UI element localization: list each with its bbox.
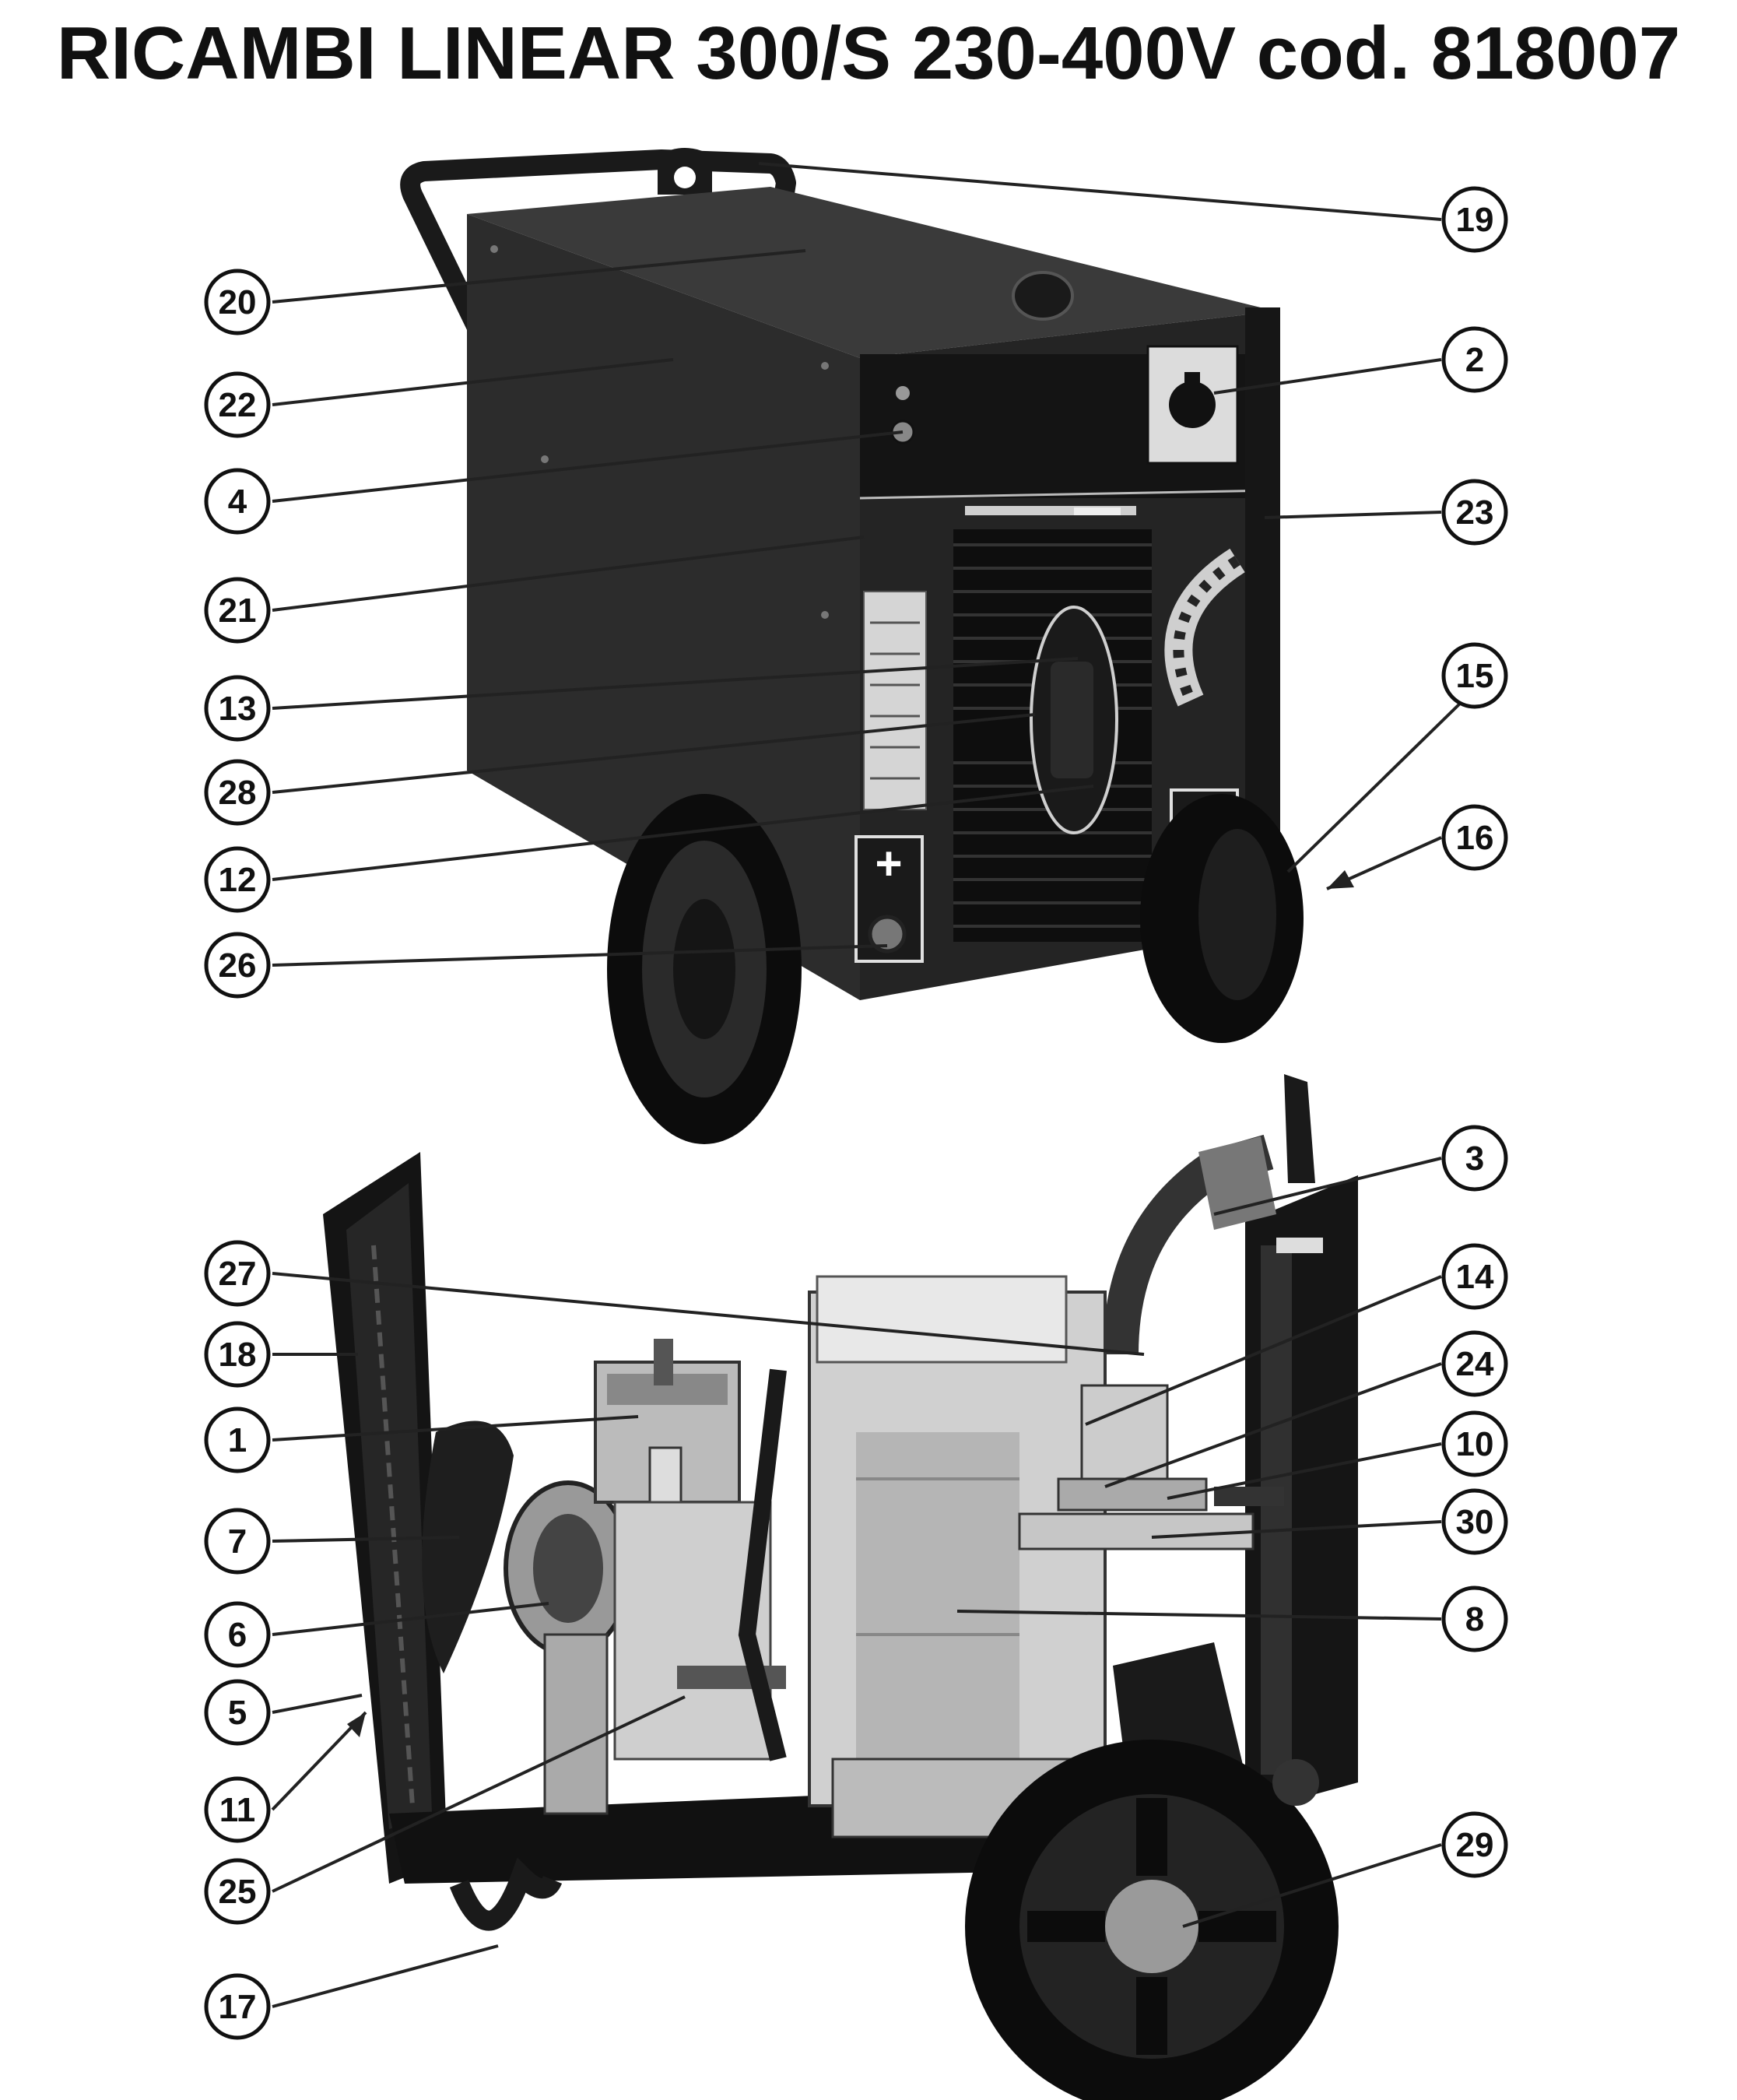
cable-loom (1103, 1134, 1274, 1355)
callout-23: 23 (1456, 493, 1494, 532)
callout-15: 15 (1456, 657, 1494, 695)
callout-28: 28 (219, 774, 257, 812)
plus-mark: + (875, 838, 902, 890)
callout-18-ring (204, 1321, 271, 1388)
callout-11-ring (204, 1776, 271, 1843)
callout-7-ring (204, 1508, 271, 1575)
callout-14-ring (1441, 1243, 1508, 1310)
callout-1-ring (204, 1406, 271, 1473)
callout-14: 14 (1456, 1258, 1494, 1296)
callout-30-ring (1441, 1488, 1508, 1555)
callout-5: 5 (228, 1694, 247, 1732)
callout-25-ring (204, 1858, 271, 1925)
fan-bracket (543, 1633, 609, 1815)
callout-29: 29 (1456, 1826, 1494, 1864)
callout-24: 24 (1456, 1345, 1494, 1383)
callout-8: 8 (1465, 1600, 1484, 1638)
callout-2-ring (1441, 326, 1508, 393)
callouts-bottom: 3 27 14 18 24 1 10 30 7 8 6 5 11 (204, 1125, 1508, 2040)
callout-4: 4 (228, 483, 247, 521)
page-title: RICAMBI LINEAR 300/S 230-400V cod. 81800… (56, 12, 1681, 95)
callout-3: 3 (1465, 1140, 1484, 1178)
callout-17: 17 (219, 1988, 257, 2026)
top-cover (467, 187, 1276, 358)
wheel-rear (965, 1740, 1339, 2100)
callout-22-ring (204, 371, 271, 438)
callout-6: 6 (228, 1616, 247, 1654)
regulator-handle (1051, 662, 1093, 778)
callout-20-ring (204, 269, 271, 335)
terminal-block (1080, 1384, 1169, 1480)
welder-assembled-view: + − (400, 148, 1304, 1144)
main-switch-knob (1169, 381, 1216, 428)
callout-28-ring (204, 759, 271, 826)
welder-internal-view (323, 1074, 1358, 2100)
callout-19-ring (1441, 186, 1508, 253)
callout-15-ring (1441, 642, 1508, 709)
callout-10-ring (1441, 1410, 1508, 1477)
wiring-harness (738, 1368, 787, 1761)
callout-23-ring (1441, 479, 1508, 546)
callout-21-ring (204, 577, 271, 644)
wheel-left (607, 794, 802, 1144)
fan-blade (422, 1420, 514, 1673)
callout-24-ring (1441, 1330, 1508, 1397)
callout-17-ring (204, 1973, 271, 2040)
callout-16: 16 (1456, 819, 1494, 857)
callout-26: 26 (219, 946, 257, 985)
callout-6-ring (204, 1601, 271, 1668)
wheel-hub (1105, 1880, 1198, 1973)
callout-20: 20 (219, 283, 257, 321)
callout-30: 30 (1456, 1503, 1494, 1541)
callouts-top: 19 20 2 22 4 23 21 15 13 28 16 12 26 (204, 186, 1508, 999)
callout-8-ring (1441, 1586, 1508, 1652)
callout-13-ring (204, 675, 271, 742)
callout-4-ring (204, 468, 271, 535)
callout-16-ring (1441, 804, 1508, 871)
positive-socket (868, 915, 907, 953)
callout-29-ring (1441, 1811, 1508, 1878)
base-foot-handle (449, 1857, 563, 1931)
rear-handle-bracket (1284, 1074, 1315, 1183)
callout-27-ring (204, 1240, 271, 1307)
callout-2: 2 (1465, 341, 1484, 379)
callout-11: 11 (219, 1791, 256, 1829)
callout-13: 13 (219, 690, 257, 728)
callout-25: 25 (219, 1873, 257, 1911)
callout-3-ring (1441, 1125, 1508, 1192)
callout-21: 21 (219, 592, 257, 630)
callout-5-ring (204, 1679, 271, 1746)
wheel-right (1140, 794, 1304, 1043)
callout-22: 22 (219, 386, 257, 424)
callout-10: 10 (1456, 1425, 1494, 1463)
leader-lines (271, 162, 1465, 2008)
callout-18: 18 (219, 1336, 257, 1374)
callout-12: 12 (219, 861, 257, 899)
rating-plate (863, 591, 927, 810)
shunt-plate (1018, 1512, 1254, 1550)
callout-7: 7 (228, 1522, 247, 1561)
callout-27: 27 (219, 1255, 257, 1293)
rear-brace (1276, 1238, 1323, 1253)
callout-1: 1 (228, 1421, 247, 1459)
callout-19: 19 (1456, 201, 1494, 239)
side-panel (467, 214, 860, 1000)
callout-12-ring (204, 846, 271, 913)
callout-26-ring (204, 932, 271, 999)
